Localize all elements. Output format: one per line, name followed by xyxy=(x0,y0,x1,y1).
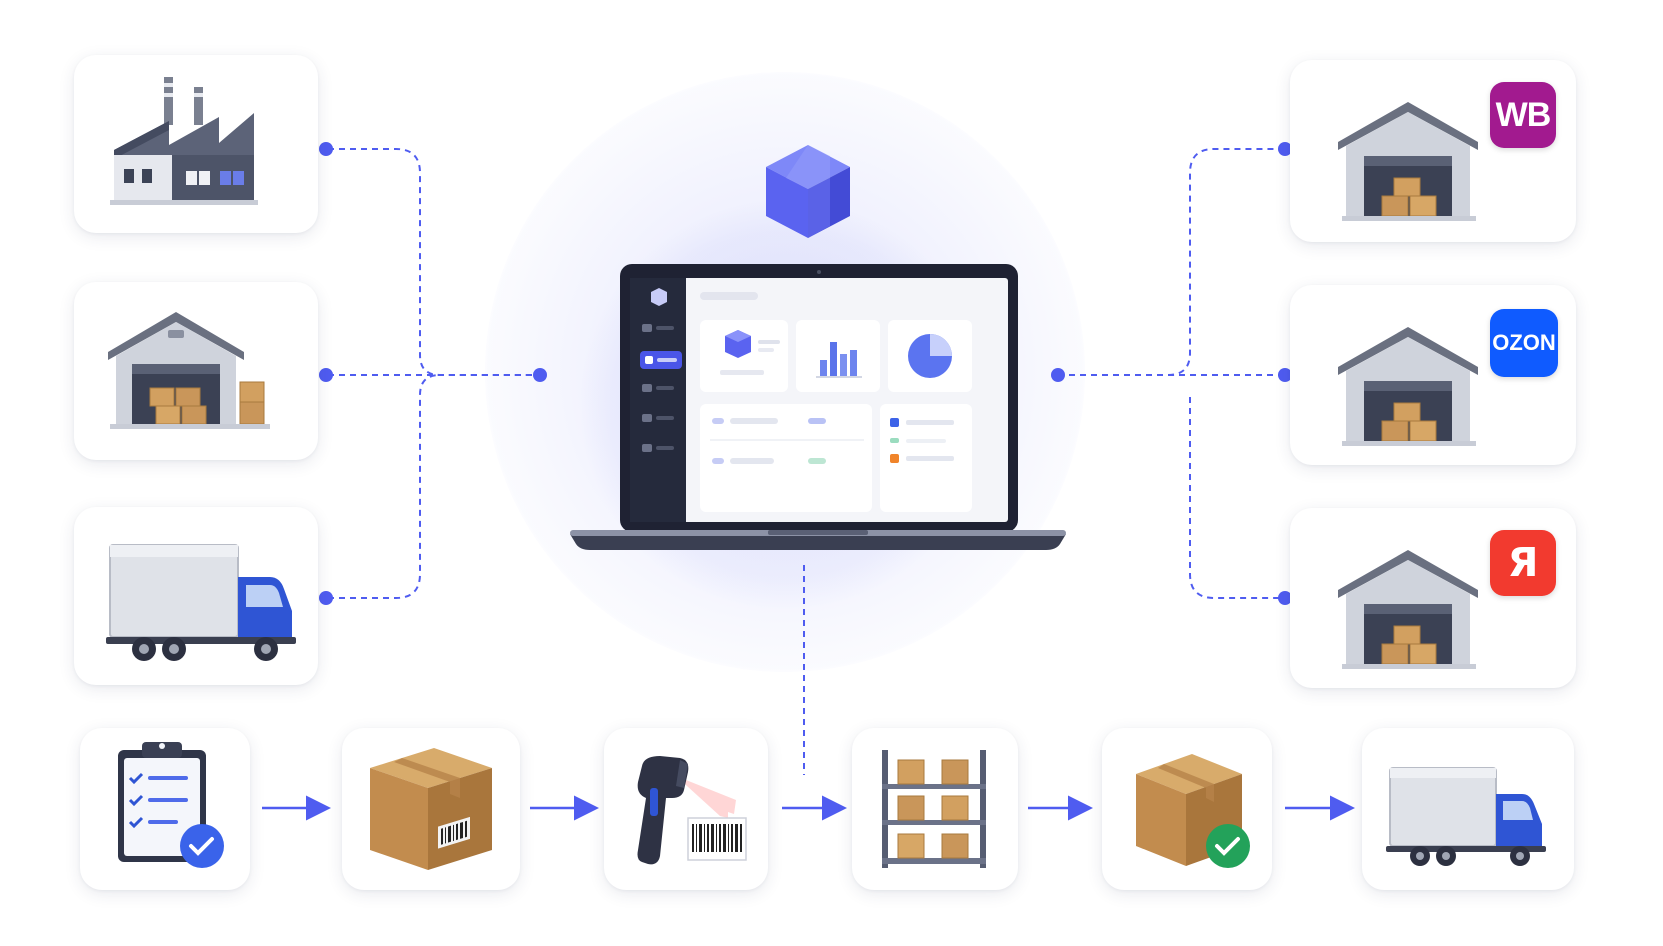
box-checked-icon xyxy=(1136,754,1250,868)
destination-card-yandex: Я xyxy=(1290,508,1576,688)
laptop xyxy=(570,264,1066,550)
warehouse-icon xyxy=(1338,102,1478,221)
isometric-box-logo-icon xyxy=(766,145,850,238)
connector-dots xyxy=(319,142,1292,605)
ozon-logo: OZON xyxy=(1490,309,1558,377)
barcode-scanner-icon xyxy=(637,756,747,865)
process-card-storage xyxy=(852,728,1018,890)
source-card-warehouse xyxy=(74,282,318,460)
right-connectors xyxy=(1058,148,1285,599)
truck-icon xyxy=(106,544,296,661)
source-card-truck xyxy=(74,507,318,685)
cardboard-box-icon xyxy=(370,748,492,870)
factory-icon xyxy=(110,77,258,205)
process-card-scanning xyxy=(604,728,768,890)
checklist-clipboard-icon xyxy=(118,742,224,868)
warehouse-shelf-icon xyxy=(882,750,986,868)
process-card-order-checklist xyxy=(80,728,250,890)
destination-card-ozon: OZON xyxy=(1290,285,1576,465)
warehouse-icon xyxy=(1338,327,1478,446)
left-connectors xyxy=(328,148,540,599)
warehouse-icon xyxy=(108,312,270,429)
delivery-truck-icon xyxy=(1386,767,1546,866)
process-card-delivery xyxy=(1362,728,1574,890)
wildberries-logo: WB xyxy=(1490,82,1556,148)
yandex-market-logo: Я xyxy=(1490,530,1556,596)
source-card-factory xyxy=(74,55,318,233)
process-card-packaging xyxy=(342,728,520,890)
warehouse-icon xyxy=(1338,550,1478,669)
process-card-ready xyxy=(1102,728,1272,890)
destination-card-wildberries: WB xyxy=(1290,60,1576,242)
